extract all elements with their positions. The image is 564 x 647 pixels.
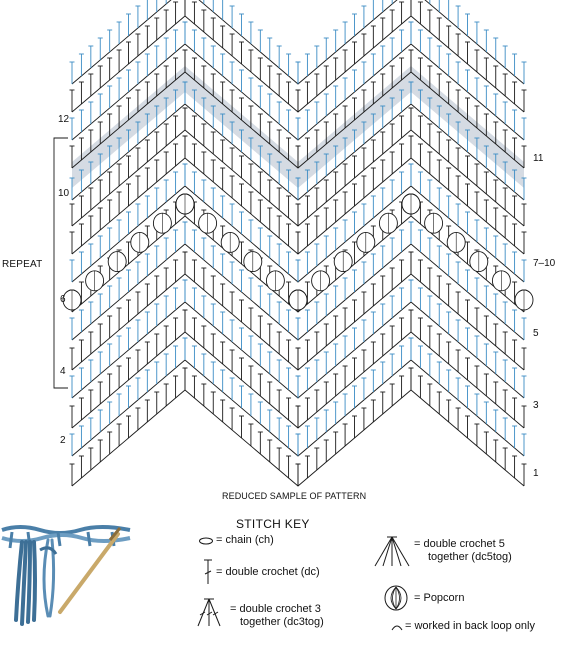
popcorn-icon	[384, 585, 408, 611]
row-label-5: 5	[533, 328, 539, 339]
repeat-label: REPEAT	[2, 259, 43, 270]
row-label-11: 11	[533, 153, 544, 164]
key-popcorn-label: = Popcorn	[414, 592, 465, 604]
dc3tog-icon	[197, 598, 221, 627]
back-loop-icon	[391, 625, 403, 631]
key-dc3tog-label-1: = double crochet 3	[230, 603, 321, 615]
key-dc-label: = double crochet (dc)	[216, 566, 320, 578]
row-label-2: 2	[60, 435, 66, 446]
dc5tog-icon	[374, 536, 410, 567]
row-label-3: 3	[533, 400, 539, 411]
key-back-loop-label: = worked in back loop only	[405, 620, 535, 632]
chart-caption: REDUCED SAMPLE OF PATTERN	[222, 491, 367, 501]
double-crochet-icon	[204, 559, 212, 584]
key-chain-label: = chain (ch)	[216, 534, 274, 546]
row-label-6: 6	[60, 294, 66, 305]
yarn-fringe-illustration	[1, 525, 131, 626]
row-label-4: 4	[60, 366, 66, 377]
chain-icon	[199, 537, 213, 545]
crochet-chart	[53, 0, 534, 487]
key-dc5tog-label-1: = double crochet 5	[414, 538, 505, 550]
key-dc3tog-label-2: together (dc3tog)	[240, 616, 324, 628]
row-label-10: 10	[58, 188, 70, 199]
row-label-1: 1	[533, 468, 539, 479]
row-label-12: 12	[58, 114, 70, 125]
key-dc5tog-label-2: together (dc5tog)	[428, 551, 512, 563]
repeat-bracket	[53, 137, 68, 389]
stitch-key-title: STITCH KEY	[236, 517, 310, 531]
row-label-7-10: 7–10	[533, 258, 556, 269]
